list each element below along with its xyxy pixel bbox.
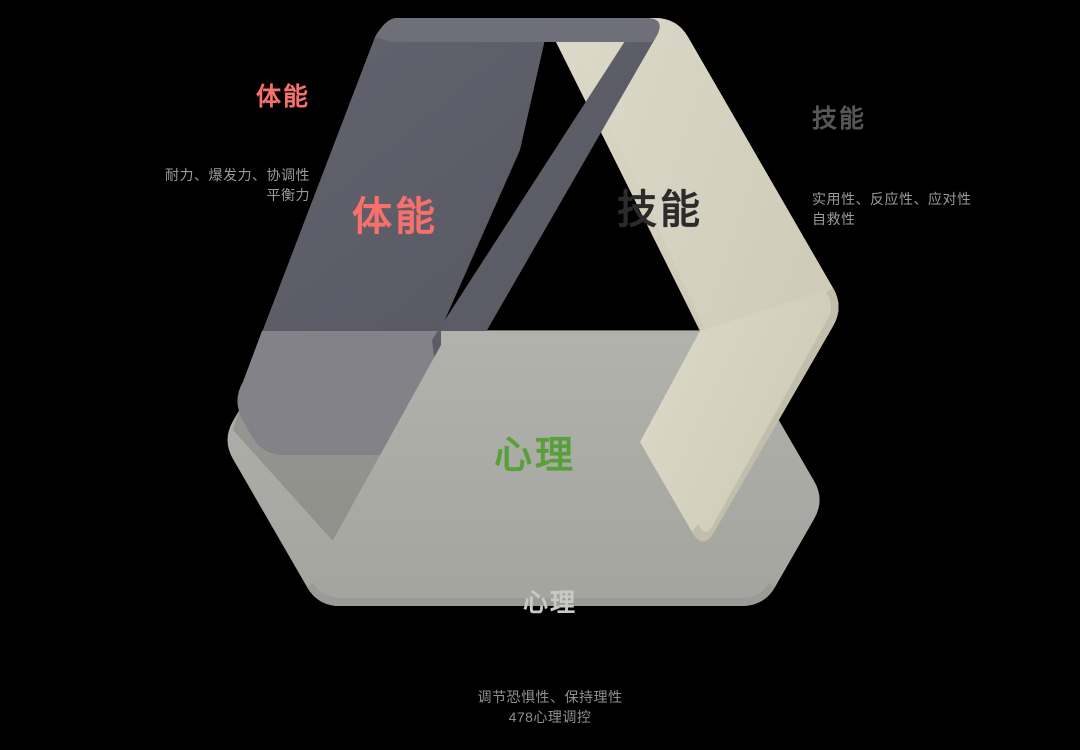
- bevel-gray-bottom: [307, 583, 775, 606]
- caption-mental-title: 心理: [522, 589, 577, 618]
- caption-physical: 体能 耐力、爆发力、协调性 平衡力: [60, 56, 310, 228]
- arm-label-mental: 心理: [494, 435, 577, 477]
- arm-label-physical: 体能: [352, 195, 438, 239]
- diagram-canvas: 体能 技能 心理 体能 耐力、爆发力、协调性 平衡力 技能 实用性、反应性、应对…: [60, 18, 1062, 725]
- caption-skill-body: 实用性、反应性、应对性 自救性: [812, 190, 972, 227]
- physical-arm-right-strip: [432, 18, 660, 410]
- penrose-triangle-precise: [227, 18, 839, 606]
- caption-physical-body: 耐力、爆发力、协调性 平衡力: [165, 166, 310, 203]
- caption-skill: 技能 实用性、反应性、应对性 自救性: [812, 78, 1062, 252]
- bevel-dark-top: [375, 18, 660, 42]
- caption-physical-title: 体能: [255, 83, 310, 112]
- skill-arm-bottom-tail: [640, 288, 839, 542]
- arm-label-skill: 技能: [617, 188, 703, 232]
- caption-mental-body: 调节恐惧性、保持理性 478心理调控: [477, 688, 623, 725]
- caption-skill-title: 技能: [812, 105, 867, 134]
- caption-mental: 心理 调节恐惧性、保持理性 478心理调控: [415, 562, 685, 750]
- draw-order-fix: [237, 331, 441, 455]
